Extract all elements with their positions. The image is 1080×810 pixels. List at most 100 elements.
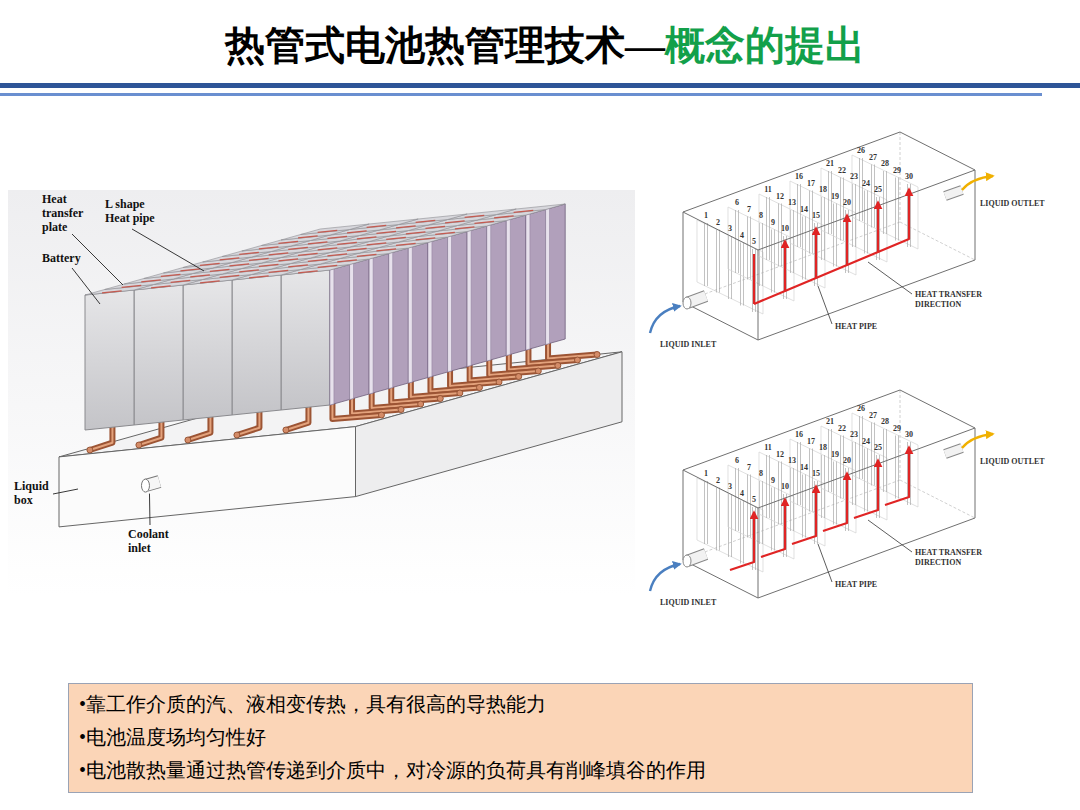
heat-pipe	[766, 455, 767, 518]
callout-number: 22	[838, 167, 846, 175]
heat-pipe	[774, 230, 775, 293]
battery-cell	[546, 204, 566, 345]
heat-pipe	[372, 392, 421, 408]
heat-pipe-top	[474, 221, 494, 223]
heat-pipe	[871, 423, 872, 486]
heat-pipe	[883, 429, 884, 492]
heat-pipe	[840, 178, 841, 241]
callout-number: 29	[893, 167, 901, 175]
callout-number: 26	[857, 147, 865, 155]
plate-outline	[728, 465, 794, 559]
heat-pipe	[762, 223, 763, 286]
heat-pipe	[237, 412, 260, 435]
callout-number: 20	[843, 457, 851, 465]
heat-pipe	[802, 217, 803, 280]
callout-number: 1	[704, 470, 708, 478]
heat-pipe-top	[249, 258, 269, 260]
callout-number: 12	[776, 451, 784, 459]
heat-pipe	[286, 407, 309, 430]
heat-transfer-arrow	[847, 202, 878, 265]
part-label: HEAT TRANSFER DIRECTION	[915, 548, 997, 567]
callout-number: 27	[869, 412, 877, 420]
heat-pipe	[831, 429, 832, 492]
heat-pipe-end	[136, 442, 142, 448]
inlet-arrow	[650, 564, 680, 591]
callout-number: 19	[831, 193, 839, 201]
heat-pipe-top	[122, 285, 142, 287]
heat-transfer-arrow	[754, 241, 785, 304]
callout-number: 9	[771, 477, 775, 485]
battery-cell	[281, 270, 330, 410]
callout-number: 15	[812, 470, 820, 478]
header-rule	[0, 83, 1080, 88]
battery-pack	[53, 204, 622, 527]
heat-pipe	[704, 223, 705, 286]
heat-pipe-top	[347, 248, 367, 250]
slide-title: 热管式电池热管理技术—	[225, 22, 665, 70]
heat-pipe-top	[210, 269, 230, 271]
heat-pipe	[907, 184, 908, 247]
heat-pipe	[738, 468, 739, 531]
heat-pipe	[450, 370, 499, 386]
battery-cell	[506, 215, 526, 356]
heat-pipe-top	[229, 264, 249, 266]
outlet-tube	[945, 448, 962, 454]
heat-pipe	[836, 462, 837, 525]
callout-number: 30	[905, 173, 913, 181]
battery-cell	[448, 232, 468, 373]
leader-line	[149, 494, 151, 525]
heat-pipe-top	[327, 236, 347, 238]
heat-pipe	[898, 178, 899, 241]
heat-pipe-top	[298, 253, 318, 255]
leader-line	[132, 229, 204, 271]
heat-pipe	[743, 501, 744, 564]
heat-pipe	[809, 191, 810, 254]
callout-number: 2	[716, 477, 720, 485]
heat-pipe	[411, 381, 460, 397]
heat-pipe	[707, 223, 708, 286]
callout-number: 17	[807, 180, 815, 188]
inlet-tube	[683, 555, 691, 567]
box-edge	[900, 390, 901, 480]
heat-pipe-top	[151, 286, 171, 288]
heat-pipe	[352, 398, 401, 414]
bullet-text: •电池散热量通过热管传递到介质中，对冷源的负荷具有削峰填谷的作用	[79, 754, 962, 787]
part-label: Liquid box	[14, 480, 59, 508]
outlet-arrow	[962, 434, 993, 448]
heat-transfer-arrow	[878, 189, 909, 252]
heat-transfer-arrow	[730, 512, 754, 570]
heat-pipe-top	[396, 226, 416, 228]
heat-pipe-top	[220, 275, 240, 277]
heat-pipe-end	[574, 357, 580, 363]
battery-cell	[183, 280, 232, 420]
heat-pipe	[750, 217, 751, 280]
heat-transfer-plate	[330, 269, 334, 405]
heat-pipe-top	[445, 221, 465, 223]
callout-number: 30	[905, 431, 913, 439]
outlet-tube	[945, 448, 962, 454]
callout-number: 5	[752, 238, 756, 246]
heat-pipe-top	[494, 216, 514, 218]
heat-pipe	[781, 462, 782, 525]
battery-cell	[389, 248, 409, 389]
battery-top	[350, 219, 419, 230]
callout-number: 18	[819, 444, 827, 452]
heat-pipe-top	[278, 259, 298, 261]
heat-pipe-end	[476, 385, 482, 391]
heat-pipe	[805, 475, 806, 538]
heat-transfer-arrow	[785, 228, 816, 291]
heat-pipe-end	[555, 363, 561, 369]
leader-line	[868, 262, 912, 294]
heat-pipe	[797, 184, 798, 247]
heat-pipe	[855, 184, 856, 247]
battery-top	[301, 224, 370, 235]
heat-pipe-top	[376, 249, 396, 251]
box-edge	[900, 222, 975, 260]
callout-number: 21	[826, 418, 834, 426]
heat-pipe-top	[318, 248, 338, 250]
heat-pipe-top	[406, 232, 426, 234]
callout-number: 13	[788, 199, 796, 207]
callout-number: 4	[740, 490, 744, 498]
callout-number: 7	[747, 464, 751, 472]
callout-number: 29	[893, 425, 901, 433]
